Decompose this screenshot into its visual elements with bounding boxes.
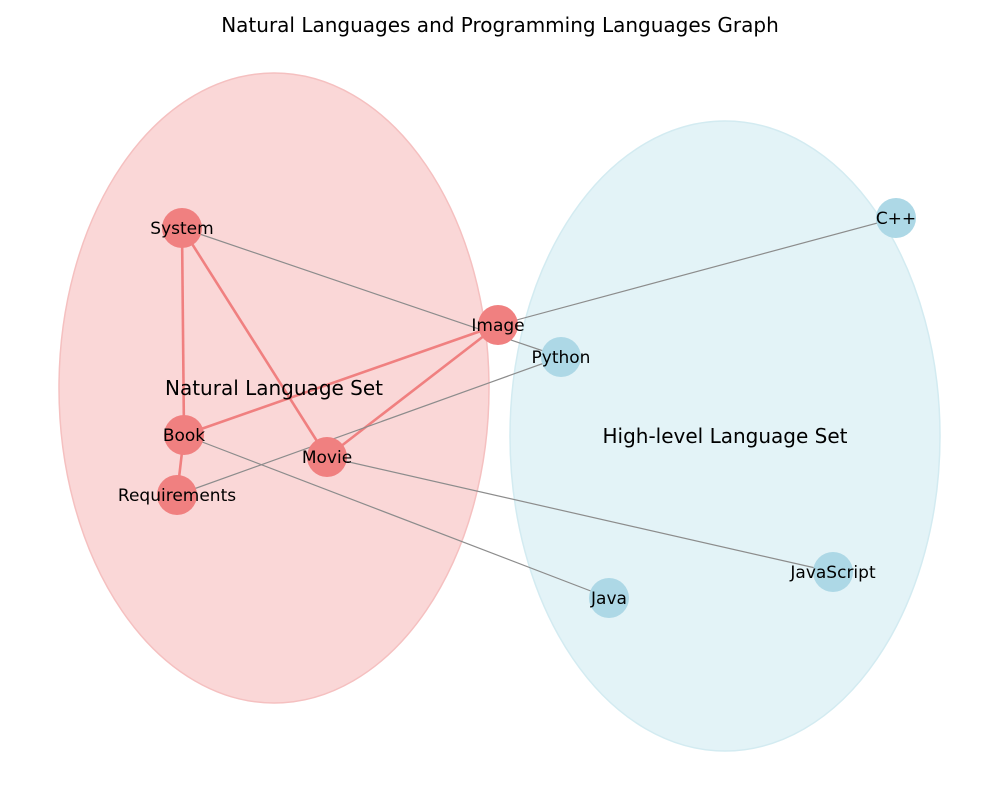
node-label-python: Python	[532, 348, 591, 368]
node-circle-python	[541, 337, 581, 377]
high-level-language-set-label: High-level Language Set	[603, 424, 848, 448]
node-book: Book	[163, 415, 205, 455]
node-java: Java	[589, 578, 629, 618]
node-circle-movie	[307, 437, 347, 477]
node-label-requirements: Requirements	[118, 486, 236, 506]
edge-image-cpp	[497, 217, 897, 326]
node-label-cpp: C++	[876, 209, 916, 229]
edge-image-movie	[326, 323, 499, 459]
node-label-image: Image	[471, 316, 524, 336]
node-circle-requirements	[157, 475, 197, 515]
node-circle-java	[589, 578, 629, 618]
edge-system-movie	[180, 227, 329, 458]
node-cpp: C++	[876, 198, 916, 238]
node-python: Python	[532, 337, 591, 377]
node-circle-cpp	[876, 198, 916, 238]
edge-movie-javascript	[326, 456, 834, 573]
node-circle-system	[162, 208, 202, 248]
node-circle-image	[478, 305, 518, 345]
node-requirements: Requirements	[118, 475, 236, 515]
node-label-book: Book	[163, 426, 205, 446]
node-javascript: JavaScript	[789, 552, 876, 592]
node-circle-book	[164, 415, 204, 455]
edge-image-book	[183, 323, 499, 437]
edge-requirements-python	[176, 356, 562, 496]
node-label-java: Java	[590, 589, 627, 609]
node-label-movie: Movie	[302, 448, 352, 468]
diagram-title: Natural Languages and Programming Langua…	[221, 13, 779, 37]
edge-book-java	[183, 434, 610, 599]
node-label-javascript: JavaScript	[789, 563, 876, 583]
node-movie: Movie	[302, 437, 352, 477]
edge-system-book	[180, 227, 186, 436]
node-circle-javascript	[813, 552, 853, 592]
node-image: Image	[471, 305, 525, 345]
natural-language-set-label: Natural Language Set	[165, 376, 383, 400]
node-label-system: System	[150, 219, 213, 239]
node-system: System	[150, 208, 214, 248]
